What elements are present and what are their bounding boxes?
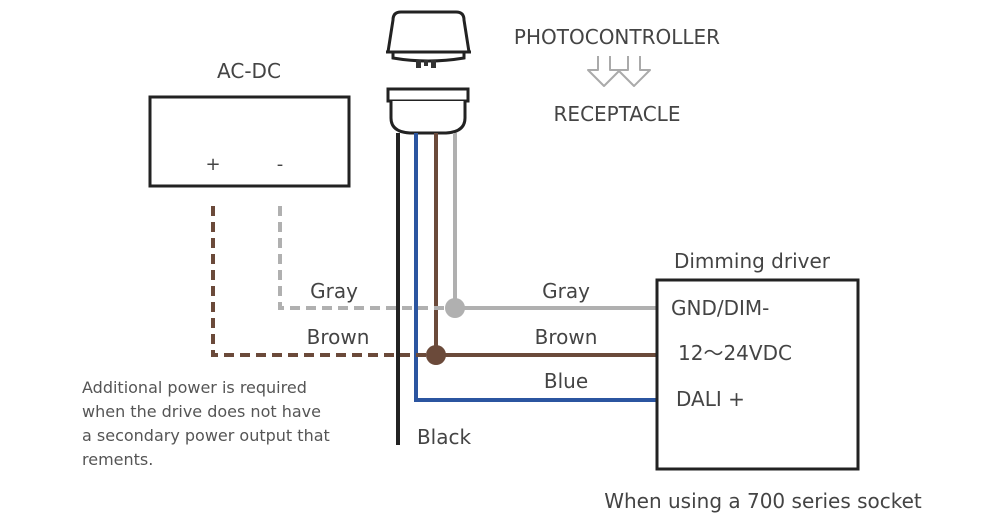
brown-junction xyxy=(426,345,446,365)
acdc-box xyxy=(148,95,351,188)
gray-junction xyxy=(445,298,465,318)
footer-caption: When using a 700 series socket xyxy=(604,489,922,513)
photocontroller-icon xyxy=(386,10,471,68)
blue-wire xyxy=(414,133,657,402)
brown-wire xyxy=(434,133,657,357)
acdc-plus-label: + xyxy=(205,154,220,175)
gray-right-label: Gray xyxy=(542,279,590,303)
acdc-minus-label: - xyxy=(277,154,284,175)
blue-label: Blue xyxy=(544,369,588,393)
driver-box xyxy=(655,278,860,471)
note-line: Additional power is required xyxy=(82,378,307,397)
down-arrows-icon xyxy=(587,56,651,87)
receptacle-icon xyxy=(386,87,470,135)
brown-dashed-wire xyxy=(211,206,436,357)
note-line: rements. xyxy=(82,450,154,469)
driver-terminal-dali: DALI + xyxy=(676,387,745,411)
gray-dashed-wire xyxy=(278,206,455,310)
black-label: Black xyxy=(417,425,472,449)
photocontroller-label: PHOTOCONTROLLER xyxy=(514,25,720,49)
additional-power-note: Additional power is required when the dr… xyxy=(82,376,382,472)
driver-terminal-power: 12～24VDC xyxy=(678,341,792,365)
gray-left-label: Gray xyxy=(310,279,358,303)
brown-left-label: Brown xyxy=(307,325,370,349)
driver-terminal-gnd-dim: GND/DIM- xyxy=(671,296,769,320)
note-line: a secondary power output that xyxy=(82,426,330,445)
brown-right-label: Brown xyxy=(535,325,598,349)
acdc-title: AC-DC xyxy=(217,59,281,83)
driver-title: Dimming driver xyxy=(674,249,831,273)
note-line: when the drive does not have xyxy=(82,402,321,421)
receptacle-label: RECEPTACLE xyxy=(554,102,681,126)
